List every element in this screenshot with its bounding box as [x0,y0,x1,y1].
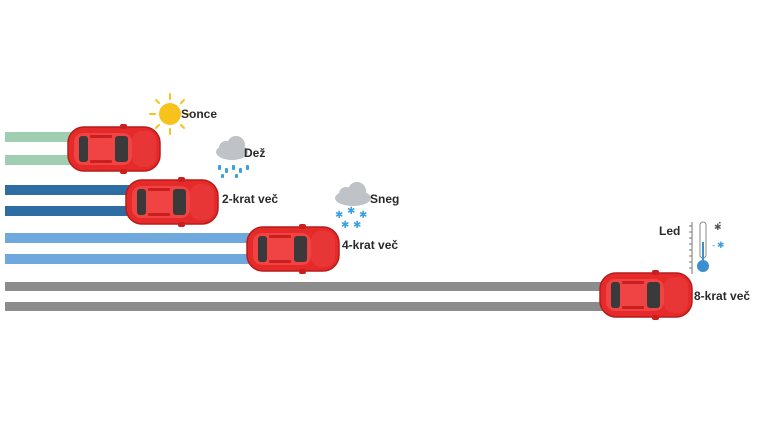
rain-label: Dež [244,146,266,160]
lane-line [5,185,140,195]
rain-multiplier: 2-krat več [222,192,279,206]
lane-line [5,254,265,264]
snow-label: Sneg [370,192,400,206]
rain-cloud-icon [216,136,249,178]
ice-multiplier: 8-krat več [694,289,751,303]
svg-text:✱: ✱ [353,220,361,231]
sun-icon [149,93,191,135]
snow-cloud-icon: ✱ ✱ ✱ ✱ ✱ [335,182,371,231]
svg-text:✱: ✱ [717,241,725,251]
svg-text:✱: ✱ [341,220,349,231]
svg-text:✱: ✱ [347,206,355,217]
lane-line [5,155,80,165]
lane-line [5,206,140,216]
svg-text:✱: ✱ [335,210,343,221]
svg-text:•: • [718,220,722,227]
sun-label: Sonce [181,107,218,121]
svg-text:✱: ✱ [359,210,367,221]
thermometer-icon: ✱ • - ✱ [689,220,725,274]
lane-line [5,132,80,142]
car-icon [125,176,219,228]
rain-lanes [5,185,140,216]
lane-line [5,302,615,311]
snow-multiplier: 4-krat več [342,238,399,252]
svg-text:-: - [712,241,715,251]
lane-line [5,282,615,291]
lane-line [5,233,265,243]
car-icon [246,223,340,275]
sun-lanes [5,132,80,165]
car-icon [599,269,693,321]
svg-text:✱: ✱ [714,223,722,233]
ice-lanes [5,282,615,311]
ice-label: Led [659,224,681,238]
snow-lanes [5,233,265,264]
car-icon [67,123,161,175]
